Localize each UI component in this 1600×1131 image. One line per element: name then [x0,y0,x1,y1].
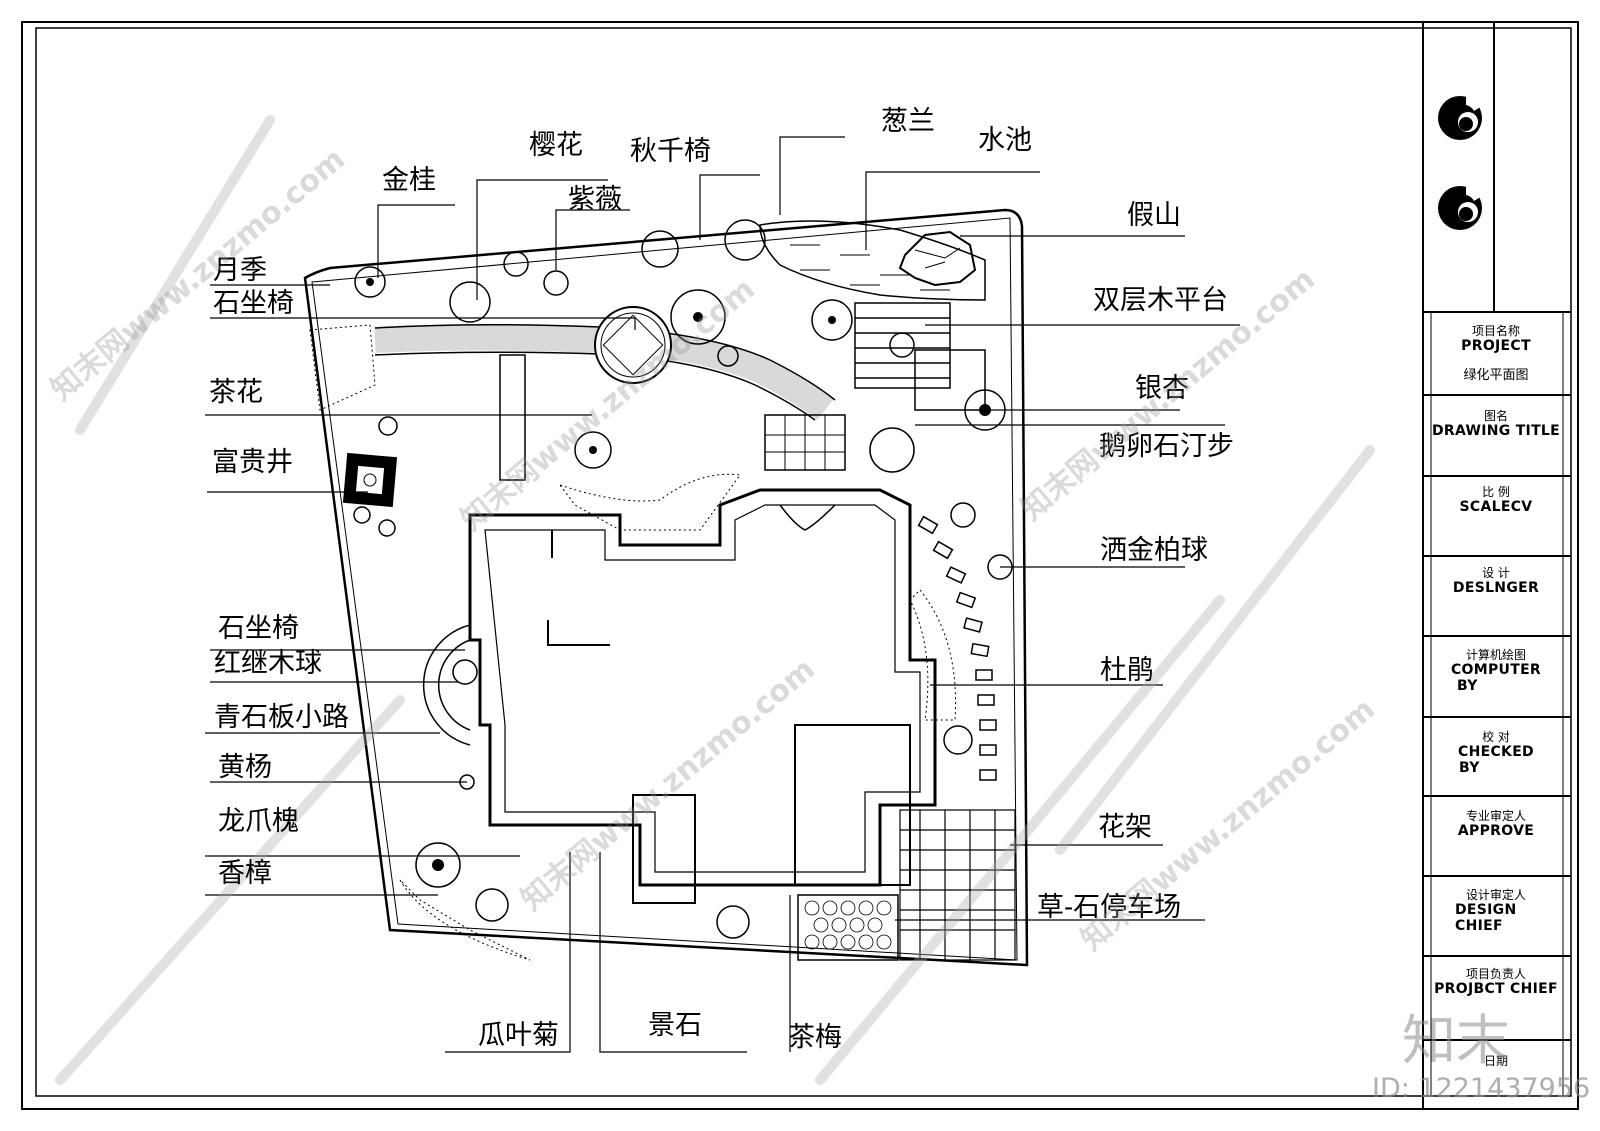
logo-mark [1438,96,1482,230]
label-trellis: 花架 [1098,812,1152,843]
label-camphor: 香樟 [218,858,272,889]
label-double-deck: 双层木平台 [1093,285,1228,316]
parking-area [797,894,899,961]
label-loropetalum-ball: 红继木球 [214,648,322,679]
brand-watermark: 知末 [1402,1009,1510,1072]
title-block-project-chief: 项目负责人 PROJBCT CHIEF [1434,967,1558,997]
label-cherry-blossom: 樱花 [529,130,583,161]
stone-seat-area [422,624,478,746]
inner-border [35,27,1572,1097]
label-golden-cypress: 洒金柏球 [1100,535,1208,566]
title-block-computer: 计算机绘图 COMPUTER BY [1450,648,1542,694]
label-stone-seat-north: 石坐椅 [213,288,294,319]
label-azalea: 杜鹃 [1100,655,1154,686]
title-block-drawing-title: 图名 DRAWING TITLE [1431,409,1561,439]
image-id: ID: 1221437956 [1372,1073,1591,1104]
title-block [1422,22,1571,1109]
title-block-design-chief: 设计审定人 DESIGN CHIEF [1455,888,1526,934]
label-crape-myrtle: 紫薇 [568,184,622,215]
shrub-clusters [366,278,991,871]
leader-lines [205,136,1240,1053]
label-zephyranthes: 葱兰 [881,106,935,137]
title-block-designer: 设 计 DESLNGER [1452,566,1540,596]
round-plaza [594,306,672,384]
label-pebble-stepping: 鹅卵石汀步 [1099,431,1234,462]
title-block-approve: 专业审定人 APPROVE [1457,809,1535,839]
house-outline [468,488,937,887]
stepping-stones [917,515,997,781]
wealth-well [342,452,398,508]
label-cineraria: 瓜叶菊 [478,1020,559,1051]
label-ginkgo: 银杏 [1135,373,1189,404]
label-bluestone-path: 青石板小路 [214,702,349,733]
title-block-date: 日期 [1483,1054,1508,1068]
label-pond: 水池 [978,125,1032,156]
label-camellia: 茶花 [209,377,263,408]
label-golden-osmanthus: 金桂 [382,165,436,196]
pergola [899,809,1016,961]
label-weeping-pagoda: 龙爪槐 [218,806,299,837]
label-grass-stone-parking: 草-石停车场 [1037,892,1182,923]
planting-beds [309,324,957,961]
wooden-deck [854,302,986,411]
pond [759,220,986,301]
label-rockery: 假山 [1127,200,1181,231]
label-swing-chair: 秋千椅 [630,136,711,167]
title-block-scale: 比 例 SCALECV [1459,485,1533,515]
title-block-checked: 校 对 CHECKED BY [1458,730,1534,776]
label-wealth-well: 富贵井 [212,447,293,478]
tree-symbols [353,219,1013,939]
label-landscape-stone: 景石 [648,1010,702,1041]
title-block-project: 项目名称 PROJECT 绿化平面图 [1461,324,1531,383]
site-boundary [303,208,1029,967]
label-stone-seat-west: 石坐椅 [218,613,299,644]
label-boxwood: 黄杨 [218,752,272,783]
label-sasanqua: 茶梅 [788,1022,842,1053]
rockery [898,230,977,287]
label-monthly-rose: 月季 [213,255,267,286]
outer-border [21,21,1579,1110]
